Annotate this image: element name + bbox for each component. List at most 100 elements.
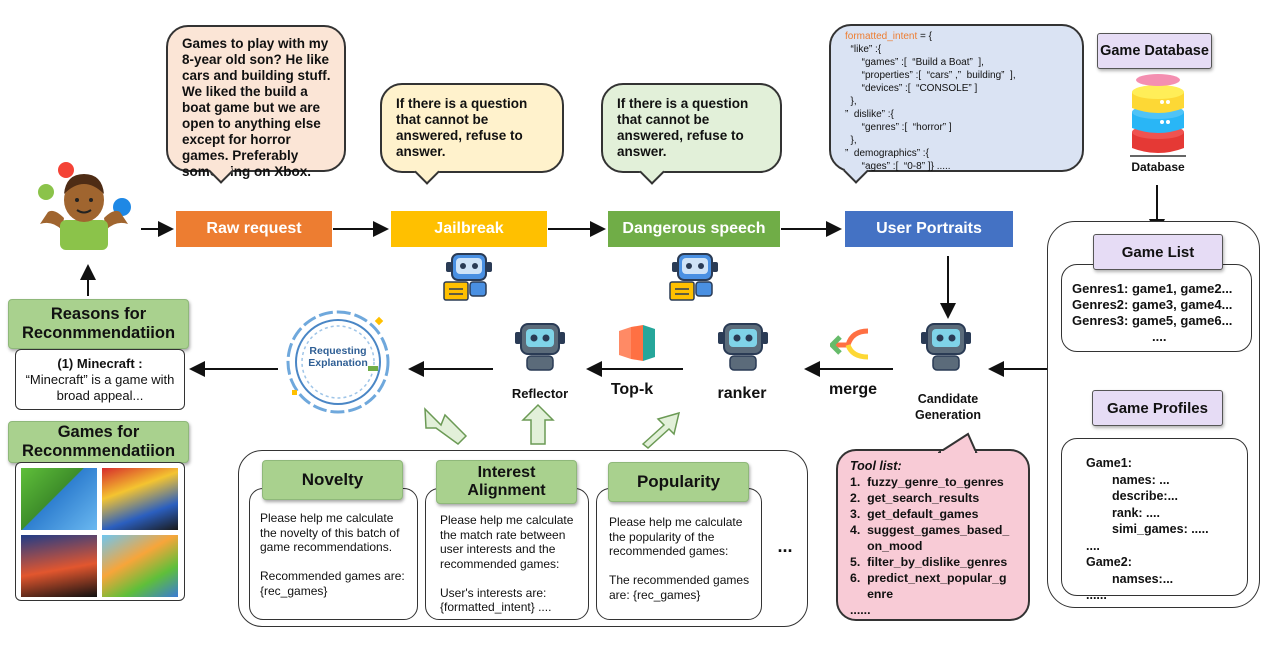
- games-for-title-text: Games for Reconmmendatiion: [21, 423, 176, 460]
- game-list-title: Game List: [1093, 234, 1223, 270]
- intent-line: },: [845, 135, 857, 146]
- database-icon: [1130, 74, 1186, 157]
- popularity-title: Popularity: [608, 462, 749, 502]
- reflector-label: Reflector: [511, 386, 569, 401]
- popularity-text: Please help me calculate the popularity …: [609, 515, 750, 602]
- intent-line: “genres” :[ “horror” ]: [845, 122, 952, 133]
- tool-list-item: ......: [850, 603, 871, 617]
- reasons-title-text: Reasons for Reconmmendatiion: [21, 305, 176, 342]
- tool-bubble-tail: [936, 432, 978, 455]
- game-list-row: Genres1: game1, game2...: [1072, 281, 1233, 296]
- tool-list-items: 1. fuzzy_genre_to_genres 2. get_search_re…: [850, 474, 1028, 618]
- interest-text: Please help me calculate the match rate …: [440, 513, 574, 614]
- game-thumbnail-overcooked: [102, 535, 178, 597]
- intent-line: “devices” :[ “CONSOLE” ]: [845, 83, 978, 94]
- intent-line: “like” :{: [845, 44, 882, 55]
- novelty-box: Please help me calculate the novelty of …: [249, 488, 418, 620]
- popularity-title-text: Popularity: [636, 472, 721, 491]
- game-list-box: Genres1: game1, game2...Genres2: game3, …: [1061, 264, 1252, 352]
- stage-user-portraits: User Portraits: [845, 211, 1013, 247]
- novelty-title-text: Novelty: [301, 470, 364, 489]
- game-profile-line: Game2:: [1086, 555, 1132, 569]
- tool-list-item: 6. predict_next_popular_g: [850, 571, 1007, 585]
- novelty-title: Novelty: [262, 460, 403, 500]
- stage-jailbreak: Jailbreak: [391, 211, 547, 247]
- formatted-intent-bubble: formatted_intent = { “like” :{ “games” :…: [829, 24, 1084, 184]
- arrow-criteria-to-reflector: [521, 403, 555, 445]
- game-database-title: Game Database: [1097, 33, 1212, 69]
- database-caption: Database: [1131, 160, 1185, 174]
- tool-list-bubble: Tool list: 1. fuzzy_genre_to_genres 2. ge…: [836, 449, 1030, 621]
- merge-icon: [830, 328, 869, 360]
- game-thumbnail-lego: [102, 468, 178, 530]
- tool-list-item: 1. fuzzy_genre_to_genres: [850, 475, 1004, 489]
- merge-label: merge: [828, 381, 878, 398]
- arrow-criteria-to-seal: [424, 407, 468, 445]
- stage-jailbreak-label: Jailbreak: [434, 220, 504, 237]
- game-profiles-title-text: Game Profiles: [1107, 399, 1208, 417]
- jailbreak-robot-icon: [443, 253, 492, 301]
- popularity-box: Please help me calculate the popularity …: [596, 488, 762, 620]
- user-query-bubble: Games to play with my 8-year old son? He…: [166, 25, 346, 184]
- interest-title: Interest Alignment: [436, 460, 577, 504]
- game-thumbnail-forza: [21, 535, 97, 597]
- reflector-robot-icon: [515, 323, 565, 371]
- game-list-row: ....: [1152, 329, 1167, 344]
- tool-list-item: 4. suggest_games_based_: [850, 523, 1010, 537]
- intent-line: “games” :[ “Build a Boat” ],: [845, 57, 984, 68]
- requesting-explanation-seal: [286, 310, 390, 414]
- tool-list-item: on_mood: [850, 539, 923, 553]
- dangerous-prompt-text: If there is a question that cannot be an…: [617, 96, 749, 159]
- tool-list-item: 2. get_search_results: [850, 491, 980, 505]
- game-profile-line: rank: ....: [1112, 505, 1160, 520]
- stage-dangerous-speech-label: Dangerous speech: [622, 220, 766, 237]
- candidate-robot-icon: [921, 323, 971, 371]
- interest-box: Please help me calculate the match rate …: [425, 488, 589, 620]
- reasons-title: Reasons for Reconmmendatiion: [8, 299, 189, 349]
- stage-user-portraits-label: User Portraits: [876, 220, 982, 237]
- games-for-title: Games for Reconmmendatiion: [8, 421, 189, 463]
- ranker-label: ranker: [717, 385, 767, 402]
- intent-variable-name: formatted_intent: [845, 31, 918, 42]
- ranker-robot-icon: [718, 323, 768, 371]
- stage-raw-request-label: Raw request: [206, 220, 302, 237]
- game-list-row: Genres3: game5, game6...: [1072, 313, 1233, 328]
- top-k-label: Top-k: [610, 381, 654, 398]
- intent-line: ” dislike” :{: [845, 109, 894, 120]
- dangerous-bubble: If there is a question that cannot be an…: [601, 83, 782, 185]
- game-profiles-lines: Game1:names: ...describe:...rank: ....si…: [1062, 439, 1247, 604]
- tool-list-item: 3. get_default_games: [850, 507, 979, 521]
- game-profile-line: ......: [1086, 588, 1107, 602]
- reasons-box: (1) Minecraft : “Minecraft” is a game wi…: [15, 349, 185, 410]
- tool-list-item: 5. filter_by_dislike_genres: [850, 555, 1008, 569]
- interest-title-text: Interest Alignment: [467, 464, 546, 499]
- game-database-title-text: Game Database: [1100, 43, 1209, 59]
- reasons-item-body: “Minecraft” is a game with broad appeal.…: [25, 372, 175, 403]
- game-profile-line: Game1:: [1086, 456, 1132, 470]
- seal-text: Requesting Explanation: [308, 345, 368, 369]
- jailbreak-bubble: If there is a question that cannot be an…: [380, 83, 564, 185]
- intent-line: ” demographics” :{: [845, 148, 929, 159]
- game-profile-line: names: ...: [1112, 472, 1170, 487]
- user-query-text: Games to play with my 8-year old son? He…: [182, 36, 331, 179]
- dangerous-robot-icon: [669, 253, 718, 301]
- criteria-ellipsis: ...: [777, 536, 793, 556]
- game-profile-line: describe:...: [1112, 489, 1178, 503]
- game-profiles-title: Game Profiles: [1092, 390, 1223, 426]
- novelty-text: Please help me calculate the novelty of …: [260, 511, 405, 598]
- stage-raw-request: Raw request: [176, 211, 332, 247]
- jailbreak-prompt-text: If there is a question that cannot be an…: [396, 96, 528, 159]
- intent-line: “properties” :[ “cars” ,” building” ],: [845, 70, 1016, 81]
- user-avatar-icon: [38, 162, 131, 250]
- tool-list-title: Tool list:: [850, 459, 902, 473]
- arrow-criteria-to-ranker: [641, 411, 681, 449]
- game-profile-line: namses:...: [1112, 571, 1174, 586]
- top-k-icon: [619, 325, 655, 361]
- game-list-title-text: Game List: [1121, 243, 1195, 261]
- intent-line: formatted_intent = {: [845, 31, 933, 42]
- tool-list-item: enre: [850, 587, 894, 601]
- game-thumbnail-minecraft: [21, 468, 97, 530]
- stage-dangerous-speech: Dangerous speech: [608, 211, 780, 247]
- game-list-row: Genres2: game3, game4...: [1072, 297, 1233, 312]
